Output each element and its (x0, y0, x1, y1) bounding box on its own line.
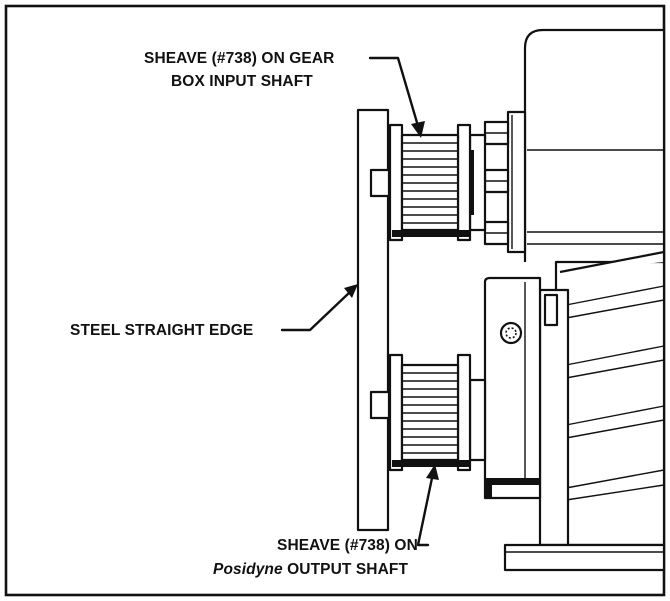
posidyne-brand-text: Posidyne (213, 561, 283, 578)
gearbox-sheave-label-line1: SHEAVE (#738) ON GEAR (144, 50, 334, 67)
output-sheave-leader (416, 464, 439, 547)
gearbox-sheave-leader (368, 56, 425, 138)
output-sheave-label-line1: SHEAVE (#738) ON (277, 537, 418, 554)
steel-straight-edge (356, 108, 391, 532)
straight-edge-leader (280, 284, 358, 332)
output-shaft-text: OUTPUT SHAFT (283, 561, 409, 578)
output-sheave-label-line2: Posidyne OUTPUT SHAFT (213, 561, 408, 578)
gearbox-sheave-label-line2: BOX INPUT SHAFT (171, 73, 313, 90)
gearbox-sheave (388, 123, 472, 242)
output-sheave (388, 353, 472, 472)
posidyne-housing (468, 250, 666, 572)
straight-edge-label: STEEL STRAIGHT EDGE (70, 322, 253, 339)
gear-box-housing (468, 28, 666, 262)
